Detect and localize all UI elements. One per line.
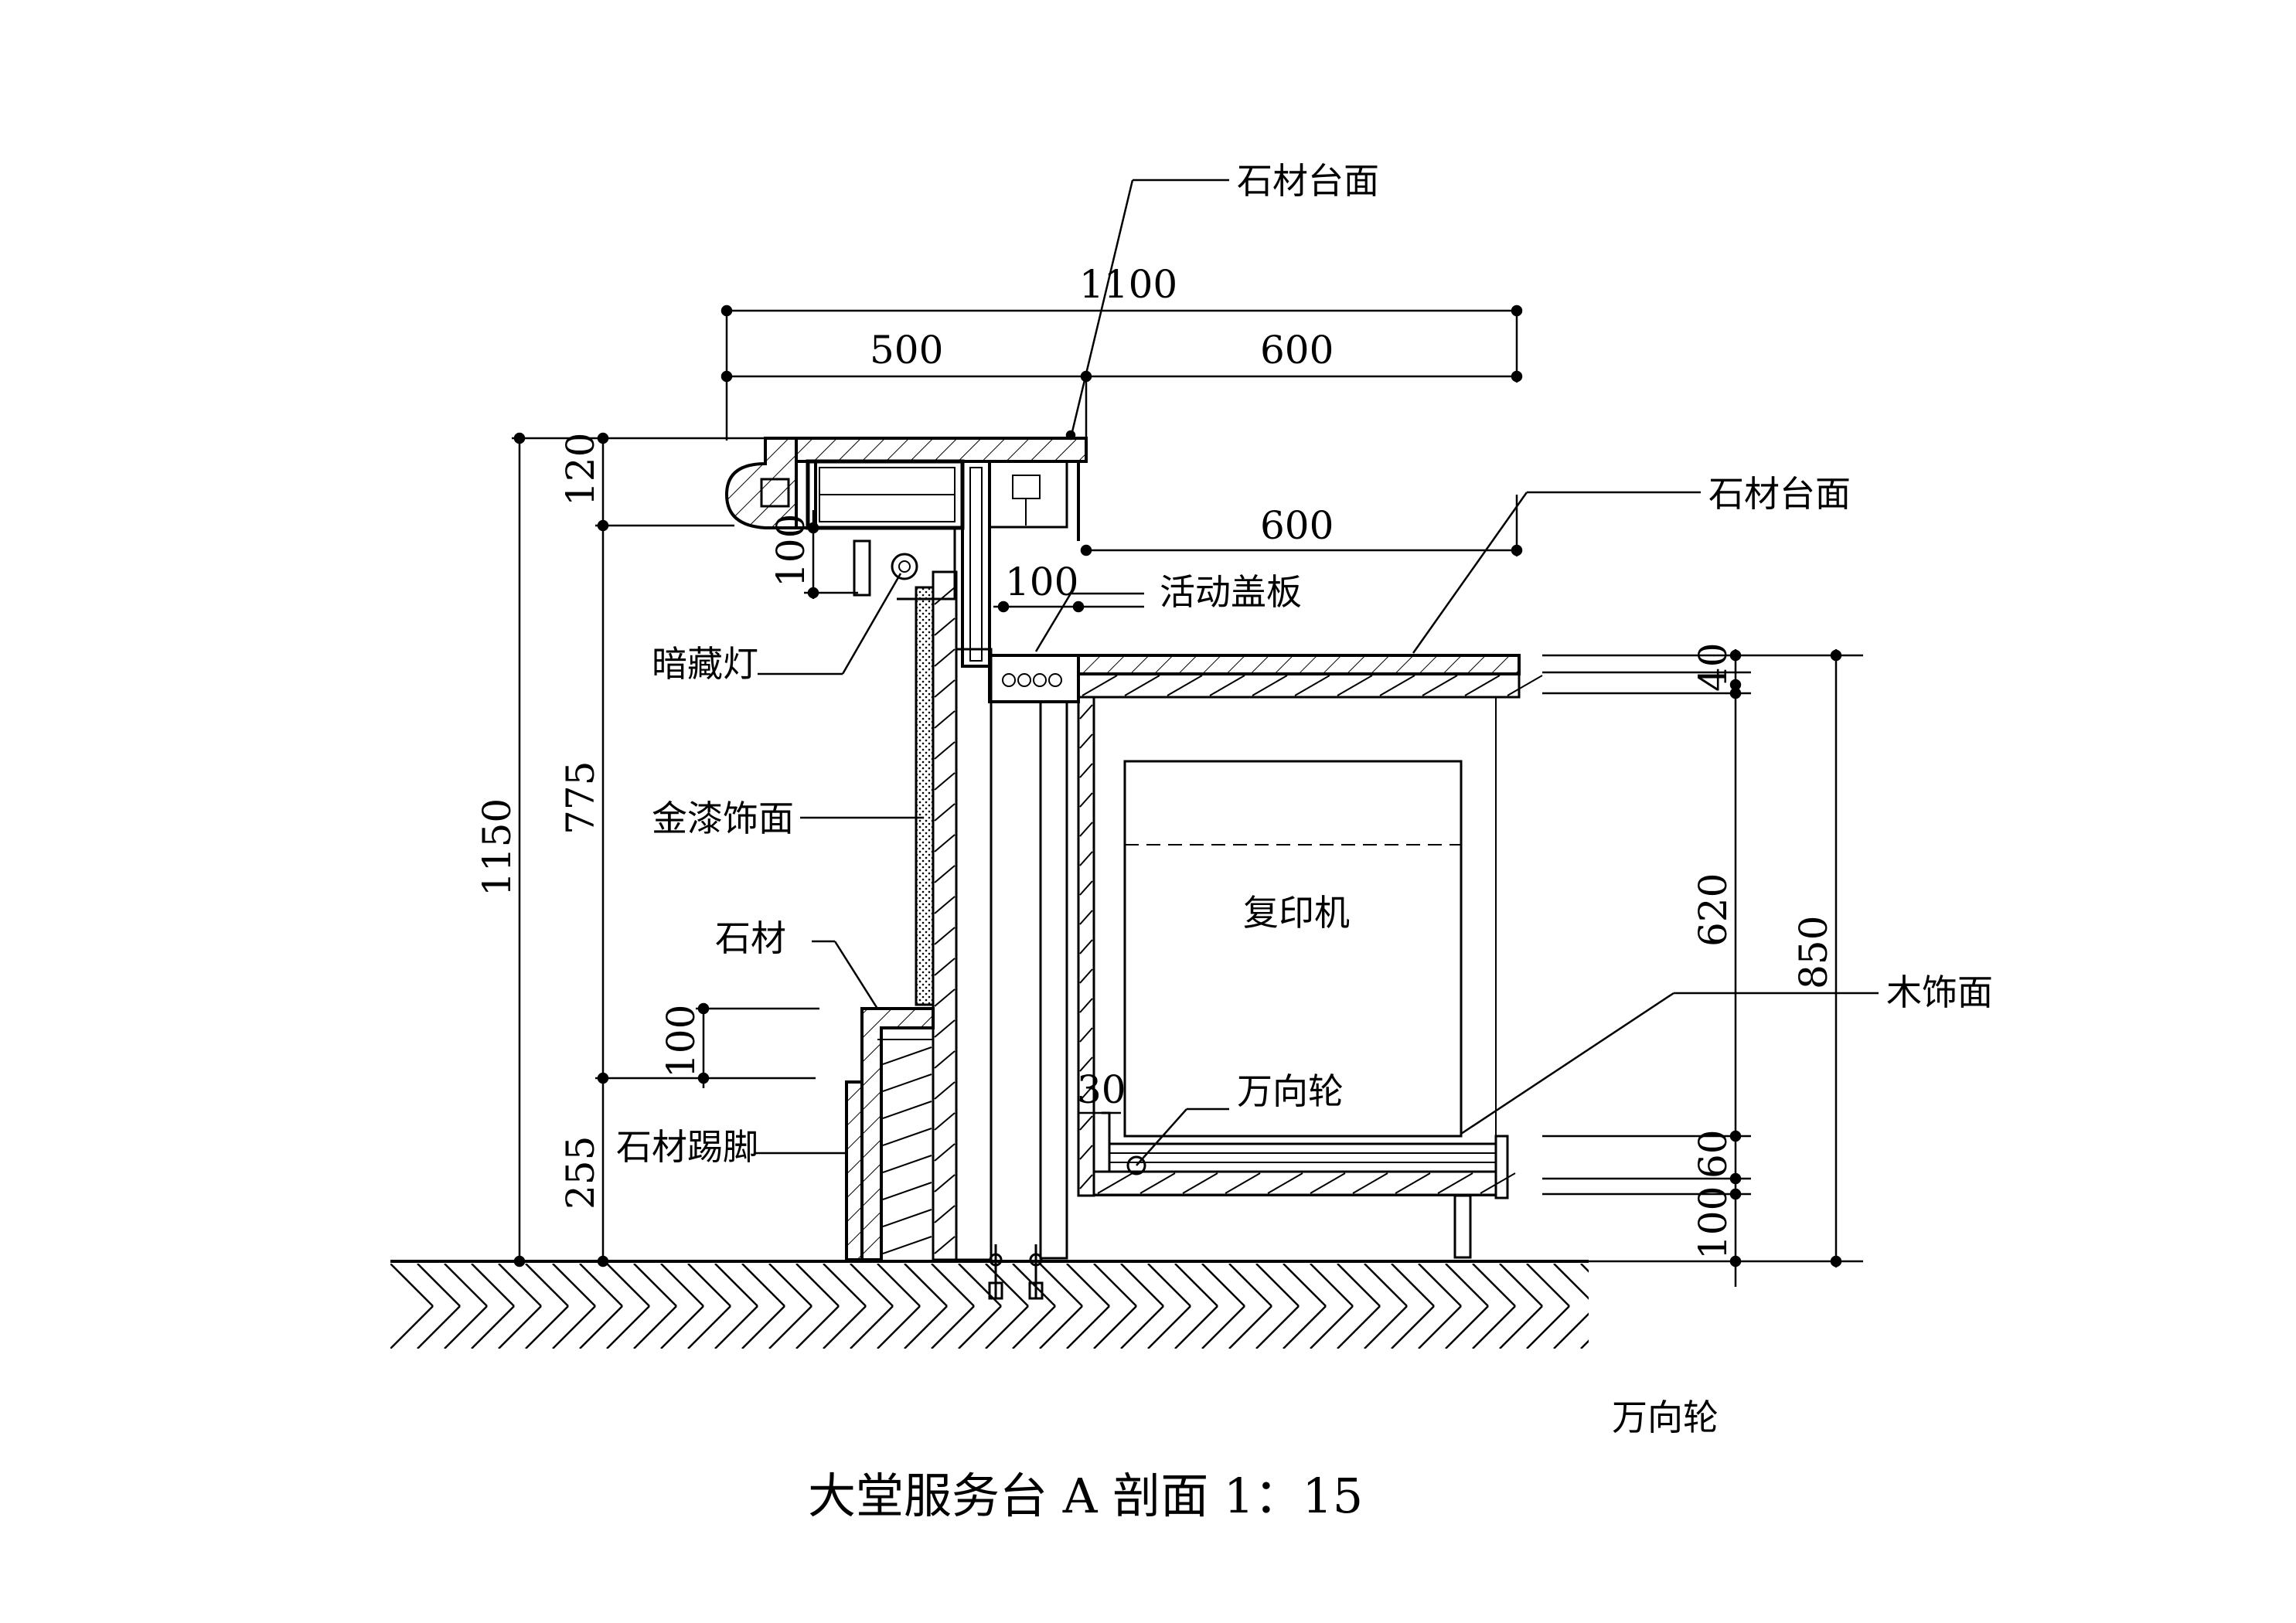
label-copier: 复印机 [1243, 892, 1350, 934]
dim-right-total: 850 [1791, 916, 1836, 989]
drawing-title: 大堂服务台 A 剖面 1：15 [808, 1468, 1363, 1524]
label-stone: 石材 [715, 917, 786, 959]
dim-top-left: 500 [870, 328, 943, 373]
label-caster: 万向轮 [1237, 1070, 1344, 1112]
dim-left-mid: 775 [558, 761, 603, 835]
dim-top-right: 600 [1260, 328, 1334, 373]
label-stone-top-lower: 石材台面 [1708, 473, 1851, 515]
dim-slot: 100 [1005, 560, 1078, 604]
floor [390, 1260, 1589, 1349]
dimension-lines [512, 305, 1863, 1287]
label-gold-paint: 金漆饰面 [652, 798, 794, 839]
dim-left-top: 120 [558, 433, 603, 506]
cover-circles [1002, 673, 1062, 687]
dim-right-620: 620 [1691, 873, 1736, 947]
label-hidden-light: 暗藏灯 [652, 643, 758, 685]
leader-lines [754, 179, 1879, 1166]
dim-right-40: 40 [1691, 642, 1736, 692]
dim-inner-lower: 100 [659, 1005, 703, 1078]
dim-top-total: 1100 [1079, 262, 1177, 307]
dim-inner-upper: 100 [768, 514, 813, 587]
label-stone-top-upper: 石材台面 [1237, 160, 1379, 202]
label-movable-cover: 活动盖板 [1160, 571, 1302, 613]
dim-left-bottom: 255 [558, 1136, 603, 1210]
label-wood-finish: 木饰面 [1886, 971, 1993, 1013]
anchor-bolts [988, 1244, 1044, 1300]
label-caster-note: 万向轮 [1612, 1397, 1719, 1438]
dim-right-100: 100 [1691, 1186, 1736, 1260]
counter-structure [724, 437, 1543, 1300]
dimension-text: 1100 500 600 600 100 1150 120 775 255 10… [475, 262, 1836, 1260]
dim-caster-offset: 30 [1077, 1067, 1126, 1112]
dim-desk-width: 600 [1260, 503, 1334, 548]
annotation-labels: 石材台面 石材台面 活动盖板 暗藏灯 金漆饰面 石材 石材踢脚 复印机 木饰面 … [616, 160, 1993, 1438]
label-stone-skirting: 石材踢脚 [616, 1126, 758, 1168]
dim-right-60: 60 [1691, 1129, 1736, 1179]
dim-left-total: 1150 [475, 798, 519, 897]
